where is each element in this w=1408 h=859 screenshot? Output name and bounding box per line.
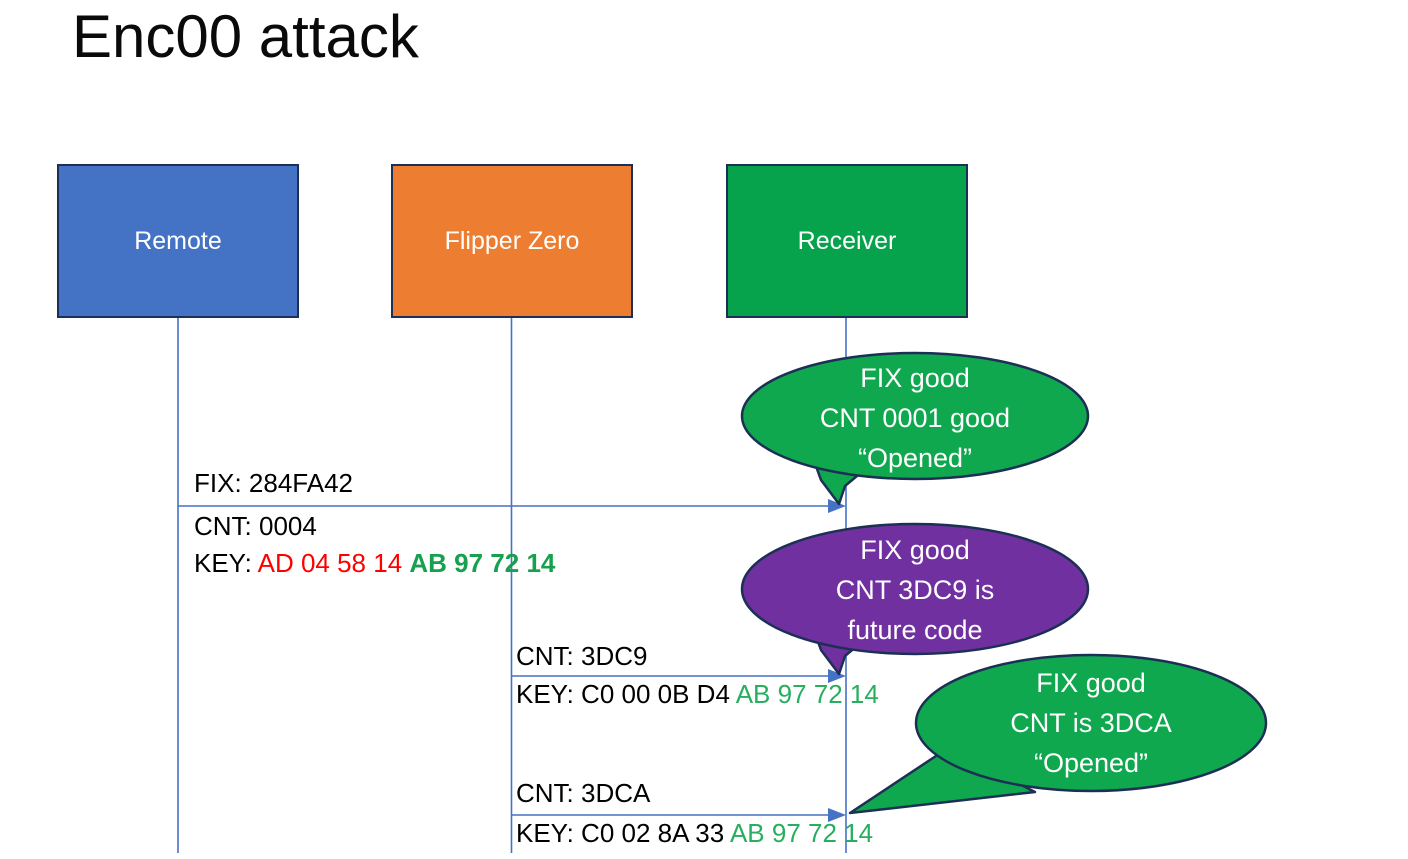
arrowhead-2 [828,669,846,683]
message-2-key-green-bytes: AB 97 72 14 [735,679,879,709]
arrowhead-3 [828,808,846,822]
bubble-3-ellipse [914,653,1268,793]
bubble-3-caption: FIX good CNT is 3DCA “Opened” [918,663,1264,783]
actor-label-flipper-zero: Flipper Zero [444,226,580,255]
speech-bubble-fix-good-cnt-0001 [740,351,1090,506]
message-1-cnt: CNT: 0004 [194,511,317,541]
message-2-key-prefix: KEY: [516,679,582,709]
bubble-3-line-2: CNT is 3DCA [1010,708,1172,738]
actor-label-remote: Remote [134,226,222,255]
bubble-1-ellipse [740,351,1090,481]
bubble-1-caption: FIX good CNT 0001 good “Opened” [742,358,1088,478]
message-3-key: KEY: C0 02 8A 33 AB 97 72 14 [516,818,873,848]
page-title: Enc00 attack [72,3,419,70]
message-3-key-black-bytes: C0 02 8A 33 [581,818,730,848]
message-3-key-green-bytes: AB 97 72 14 [729,818,874,848]
bubble-1-line-1: FIX good [860,363,970,393]
message-1-key: KEY: AD 04 58 14 AB 97 72 14 [194,548,555,578]
bubble-2-line-2: CNT 3DC9 is [835,575,995,605]
bubble-2-line-1: FIX good [860,535,970,565]
speech-bubble-fix-good-cnt-3dc9 [740,522,1090,676]
actor-box-remote: Remote [57,164,299,318]
message-3-key-prefix: KEY: [516,818,582,848]
message-1-key-red-bytes: AD 04 58 14 [257,548,410,578]
message-1-key-prefix: KEY: [194,548,258,578]
bubble-3-line-3: “Opened” [1033,748,1149,778]
actor-box-receiver: Receiver [726,164,968,318]
message-2-cnt: CNT: 3DC9 [516,641,648,671]
bubble-2-caption: FIX good CNT 3DC9 is future code [742,530,1088,650]
speech-bubble-fix-good-cnt-3dca [848,653,1268,815]
message-2-key: KEY: C0 00 0B D4 AB 97 72 14 [516,679,879,709]
bubble-3-line-1: FIX good [1036,668,1146,698]
bubble-2-line-3: future code [847,615,983,645]
actor-label-receiver: Receiver [797,226,897,255]
actor-box-flipper-zero: Flipper Zero [391,164,633,318]
bubble-1-line-2: CNT 0001 good [819,403,1011,433]
message-3-cnt: CNT: 3DCA [516,778,651,808]
message-2-key-black-bytes: C0 00 0B D4 [581,679,736,709]
message-1-fix: FIX: 284FA42 [194,468,353,498]
message-1-key-green-bytes: AB 97 72 14 [409,548,556,578]
bubble-2-ellipse [740,522,1090,656]
bubble-1-line-3: “Opened” [857,443,973,473]
arrowhead-1 [828,499,846,513]
